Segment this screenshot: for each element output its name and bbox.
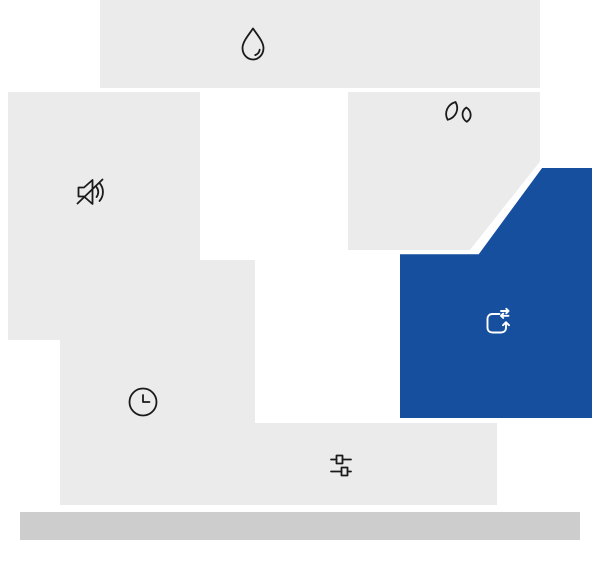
clock-icon: [121, 380, 165, 424]
faucet-swap-icon: [473, 300, 517, 344]
water-drop-icon: [231, 20, 275, 64]
tile-settings[interactable]: [200, 423, 497, 505]
tile-water[interactable]: [100, 0, 540, 88]
sliders-icon: [319, 443, 363, 487]
leaf-icon: [435, 92, 479, 136]
volume-mute-icon: [68, 170, 112, 214]
bottom-bar: [20, 512, 580, 540]
